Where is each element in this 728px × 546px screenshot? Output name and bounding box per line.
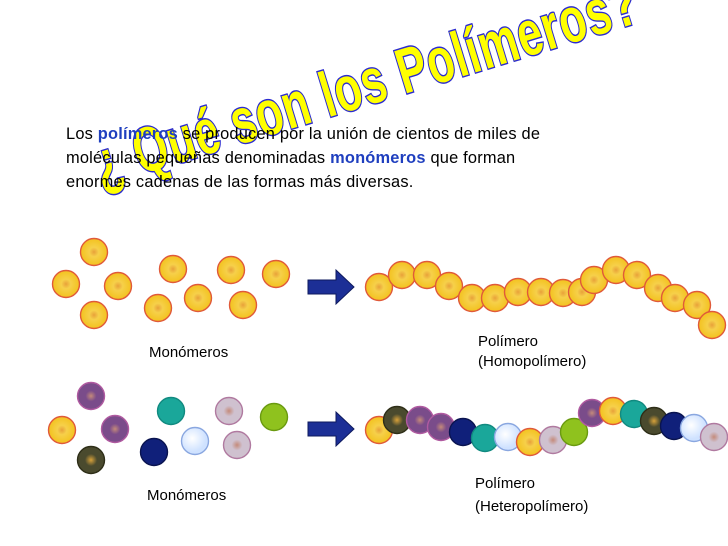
intro-text-part: se producen por la unión de cientos de m… [177, 125, 541, 143]
chain-unit [387, 260, 417, 290]
monomer [222, 430, 252, 460]
intro-text: Los polímeros se producen por la unión d… [66, 122, 666, 194]
chain-unit [559, 417, 589, 447]
monomer [259, 402, 289, 432]
monomer [214, 396, 244, 426]
monomers-label-bottom: Monómeros [147, 487, 227, 504]
monomer [261, 259, 291, 289]
monomer [100, 414, 130, 444]
intro-line-1: Los polímeros se producen por la unión d… [66, 122, 666, 146]
heteropolymer-label-line-2: (Heteropolímero) [475, 498, 589, 515]
arrows [307, 268, 355, 448]
monomer [51, 269, 81, 299]
keyword-polimeros: polímeros [97, 125, 178, 143]
monomer [180, 426, 210, 456]
right-arrow-icon [307, 410, 355, 448]
monomer [76, 381, 106, 411]
chain-unit [434, 271, 464, 301]
monomer [143, 293, 173, 323]
monomers-label-top: Monómeros [149, 344, 229, 361]
intro-line-3: enormes cadenas de las formas más divers… [66, 173, 414, 191]
monomer [156, 396, 186, 426]
monomer [158, 254, 188, 284]
monomer [216, 255, 246, 285]
intro-text-part: moléculas pequeñas denominadas [66, 149, 331, 167]
right-arrow-icon [307, 268, 355, 306]
intro-line-2: moléculas pequeñas denominadas monómeros… [66, 146, 666, 170]
chain-unit [682, 290, 712, 320]
intro-text-part: que forman [425, 149, 516, 167]
row-2-monomers [47, 381, 289, 475]
monomer [228, 290, 258, 320]
homopolymer-label-line-2: (Homopolímero) [478, 353, 587, 370]
intro-text-part: Los [66, 125, 98, 143]
monomer [47, 415, 77, 445]
chain-unit [697, 310, 727, 340]
chain-unit [699, 422, 728, 452]
monomer [79, 300, 109, 330]
keyword-monomeros: monómeros [330, 149, 426, 167]
row-1-monomers [51, 237, 291, 330]
heteropolymer-label-line-1: Polímero [475, 475, 536, 492]
homopolymer-chain [364, 255, 727, 340]
monomer [139, 437, 169, 467]
chain-unit [364, 272, 394, 302]
monomer [103, 271, 133, 301]
monomer [76, 445, 106, 475]
monomer [79, 237, 109, 267]
monomer [183, 283, 213, 313]
heteropolymer-chain [364, 396, 728, 457]
chain-unit [622, 260, 652, 290]
homopolymer-label-line-1: Polímero [478, 333, 539, 350]
